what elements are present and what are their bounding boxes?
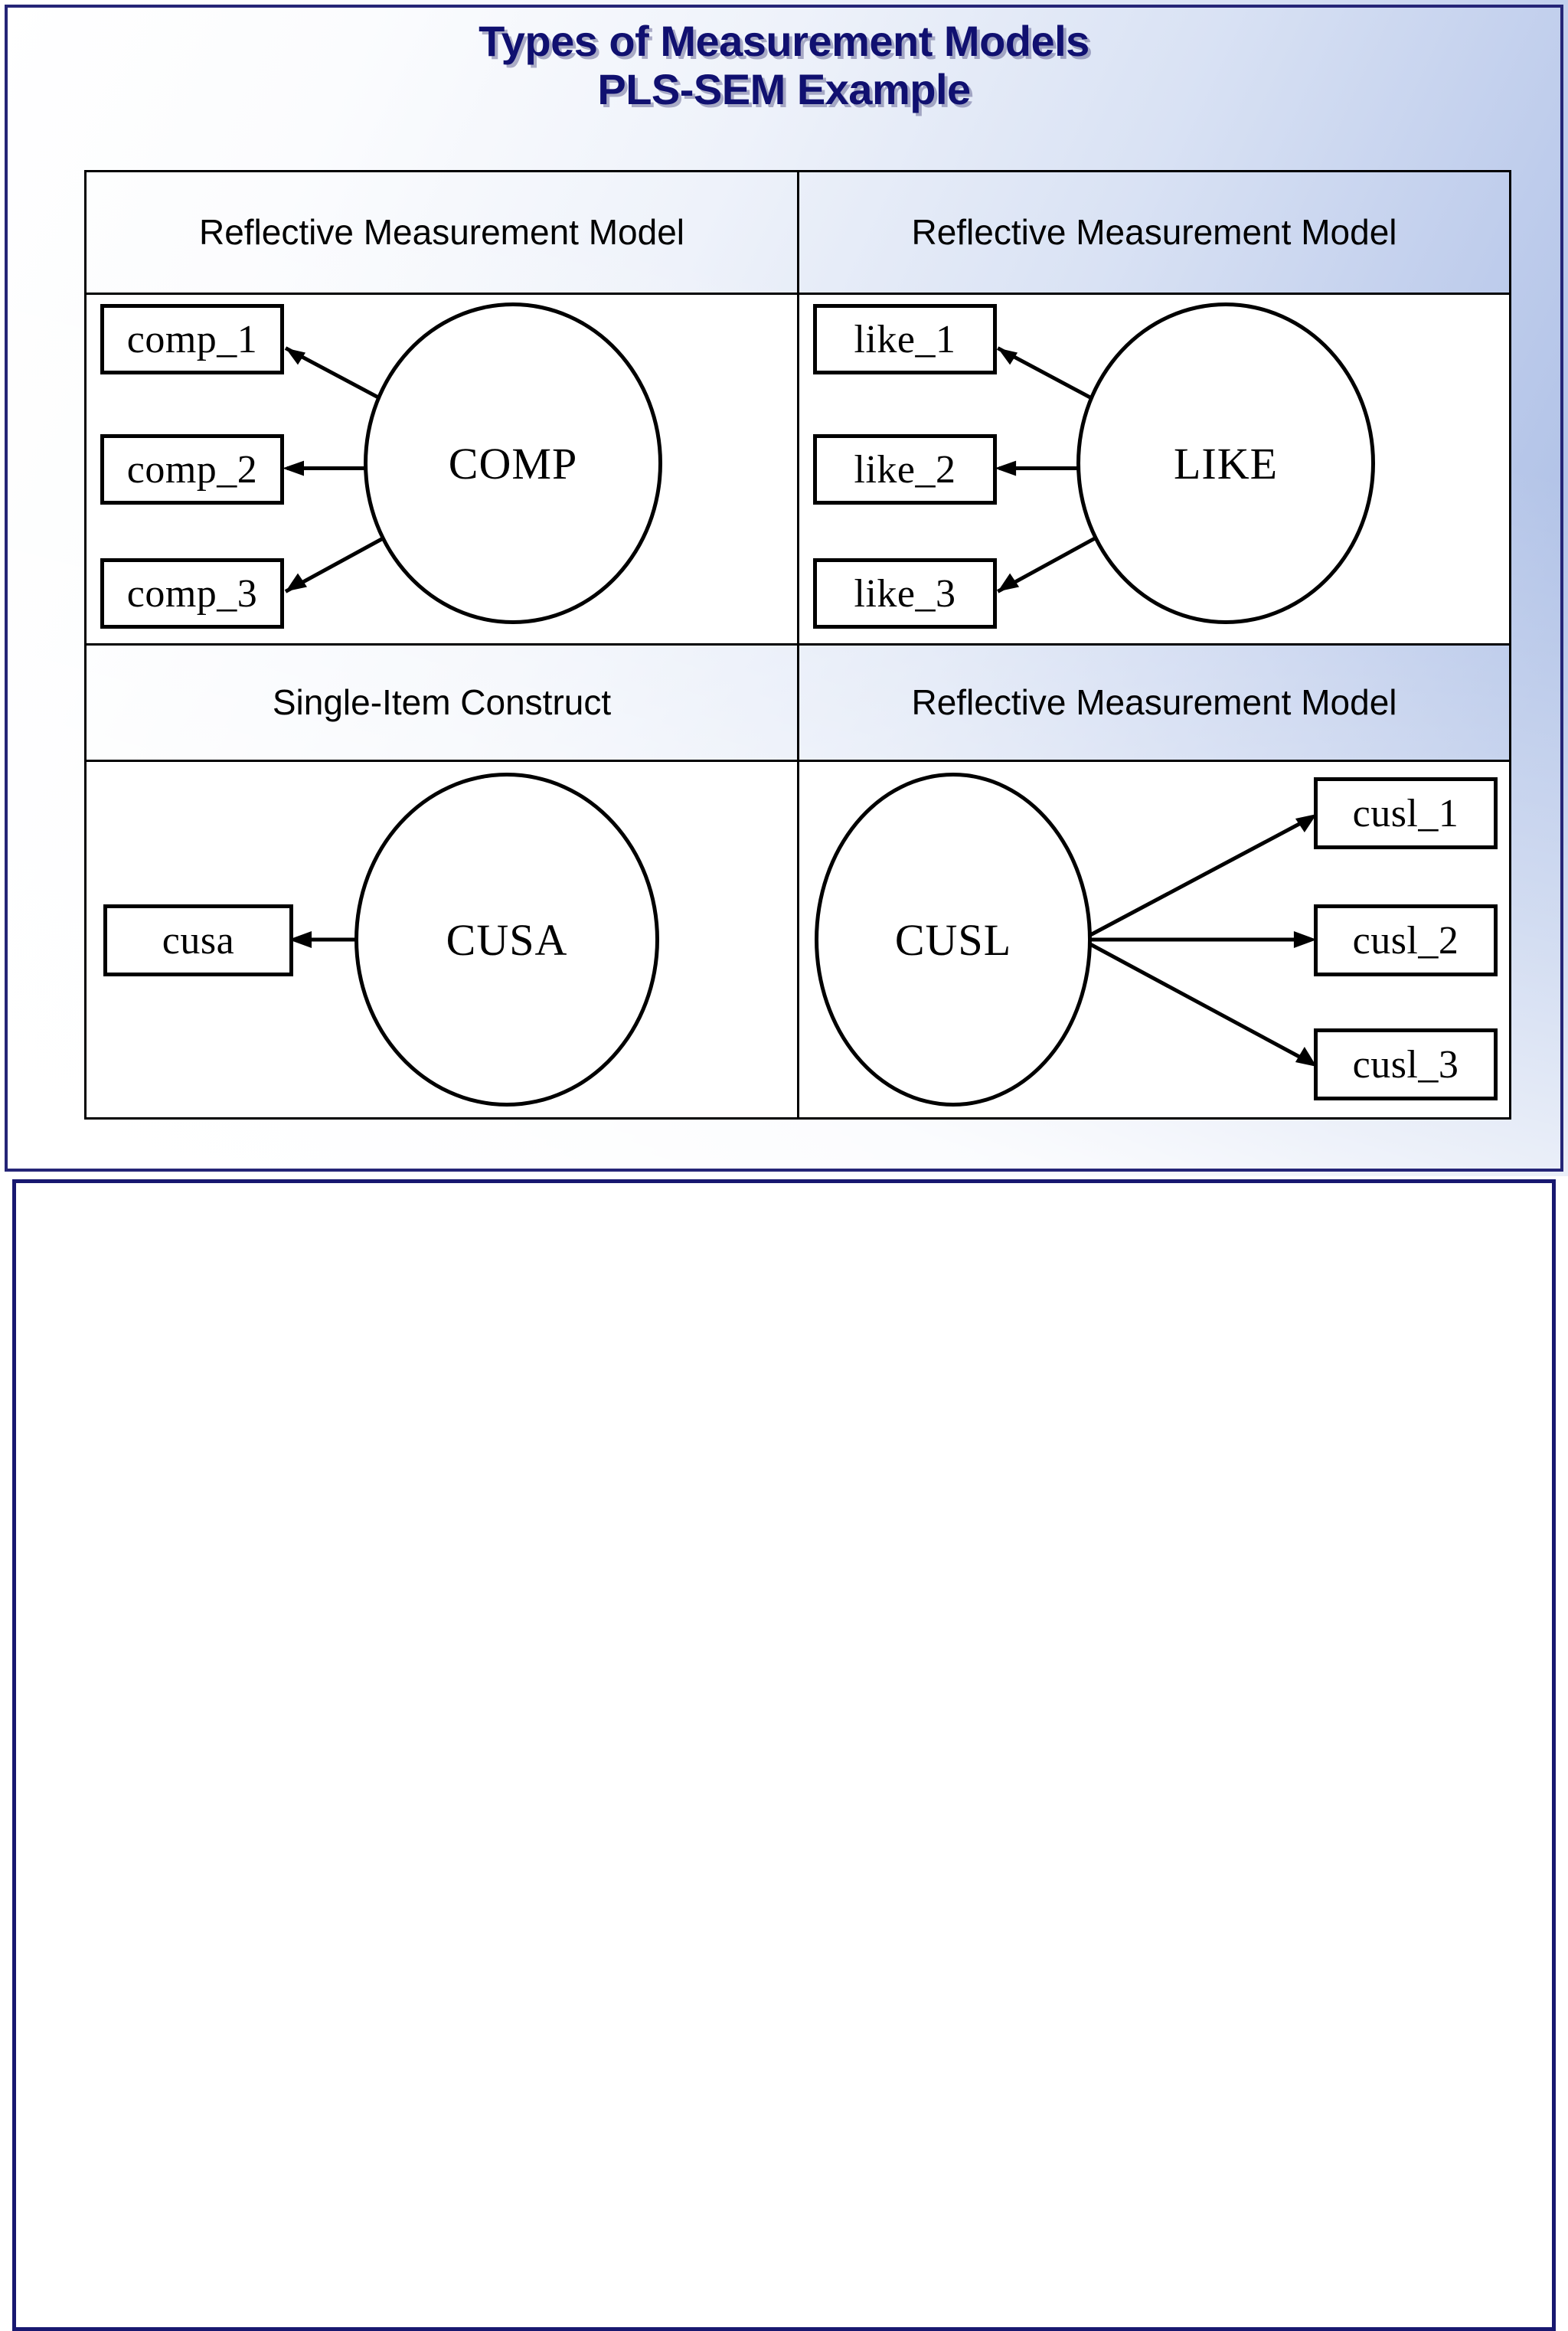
slide-border-inner xyxy=(12,1179,1556,2331)
quadrant-body-top-left: comp_1 comp_2 comp_3 COMP xyxy=(87,295,797,646)
quadrant-header-bottom-left: Single-Item Construct xyxy=(87,646,797,762)
indicator-box-comp-1[interactable]: comp_1 xyxy=(100,304,284,374)
quadrant-header-bottom-right: Reflective Measurement Model xyxy=(797,646,1509,762)
arrowhead-cusl-1 xyxy=(1295,814,1317,832)
quadrant-header-top-right: Reflective Measurement Model xyxy=(797,172,1509,295)
arrowhead-comp-3 xyxy=(286,573,307,592)
quadrant-header-top-left: Reflective Measurement Model xyxy=(87,172,797,295)
page-title: Types of Measurement Models PLS-SEM Exam… xyxy=(0,17,1568,114)
quadrant-body-bottom-right: CUSL cusl_1 cusl_2 cusl_3 xyxy=(797,762,1509,1117)
construct-cusa[interactable]: CUSA xyxy=(354,773,659,1107)
arrowhead-comp-2 xyxy=(283,460,304,476)
arrowhead-comp-1 xyxy=(286,348,305,365)
title-line-2: PLS-SEM Example xyxy=(597,65,971,114)
indicator-box-like-1[interactable]: like_1 xyxy=(813,304,997,374)
comp-measurement-diagram: comp_1 comp_2 comp_3 COMP xyxy=(87,295,797,643)
arrowhead-like-2 xyxy=(995,460,1017,476)
arrow-cusl-1 xyxy=(1080,815,1313,942)
cusl-arrow-group xyxy=(1080,814,1317,1067)
indicator-box-cusa[interactable]: cusa xyxy=(103,904,293,976)
indicator-box-like-3[interactable]: like_3 xyxy=(813,558,997,629)
like-measurement-diagram: like_1 like_2 like_3 LIKE xyxy=(799,295,1509,643)
construct-comp[interactable]: COMP xyxy=(364,302,662,624)
indicator-box-like-2[interactable]: like_2 xyxy=(813,434,997,505)
measurement-model-matrix: Reflective Measurement Model Reflective … xyxy=(84,170,1511,1120)
arrowhead-cusl-2 xyxy=(1293,931,1317,948)
arrowhead-cusa-1 xyxy=(289,931,312,948)
cusl-measurement-diagram: CUSL cusl_1 cusl_2 cusl_3 xyxy=(799,762,1509,1117)
construct-cusl[interactable]: CUSL xyxy=(815,773,1092,1107)
indicator-box-comp-2[interactable]: comp_2 xyxy=(100,434,284,505)
construct-like[interactable]: LIKE xyxy=(1076,302,1375,624)
quadrant-body-top-right: like_1 like_2 like_3 LIKE xyxy=(797,295,1509,646)
cusa-measurement-diagram: cusa CUSA xyxy=(87,762,797,1117)
indicator-box-comp-3[interactable]: comp_3 xyxy=(100,558,284,629)
indicator-box-cusl-2[interactable]: cusl_2 xyxy=(1314,904,1498,976)
title-line-1: Types of Measurement Models xyxy=(479,17,1089,65)
indicator-box-cusl-1[interactable]: cusl_1 xyxy=(1314,777,1498,849)
arrowhead-like-3 xyxy=(998,573,1020,592)
arrowhead-like-1 xyxy=(998,348,1018,365)
arrow-cusl-3 xyxy=(1080,937,1314,1066)
arrowhead-cusl-3 xyxy=(1295,1047,1317,1067)
indicator-box-cusl-3[interactable]: cusl_3 xyxy=(1314,1028,1498,1100)
quadrant-body-bottom-left: cusa CUSA xyxy=(87,762,797,1117)
